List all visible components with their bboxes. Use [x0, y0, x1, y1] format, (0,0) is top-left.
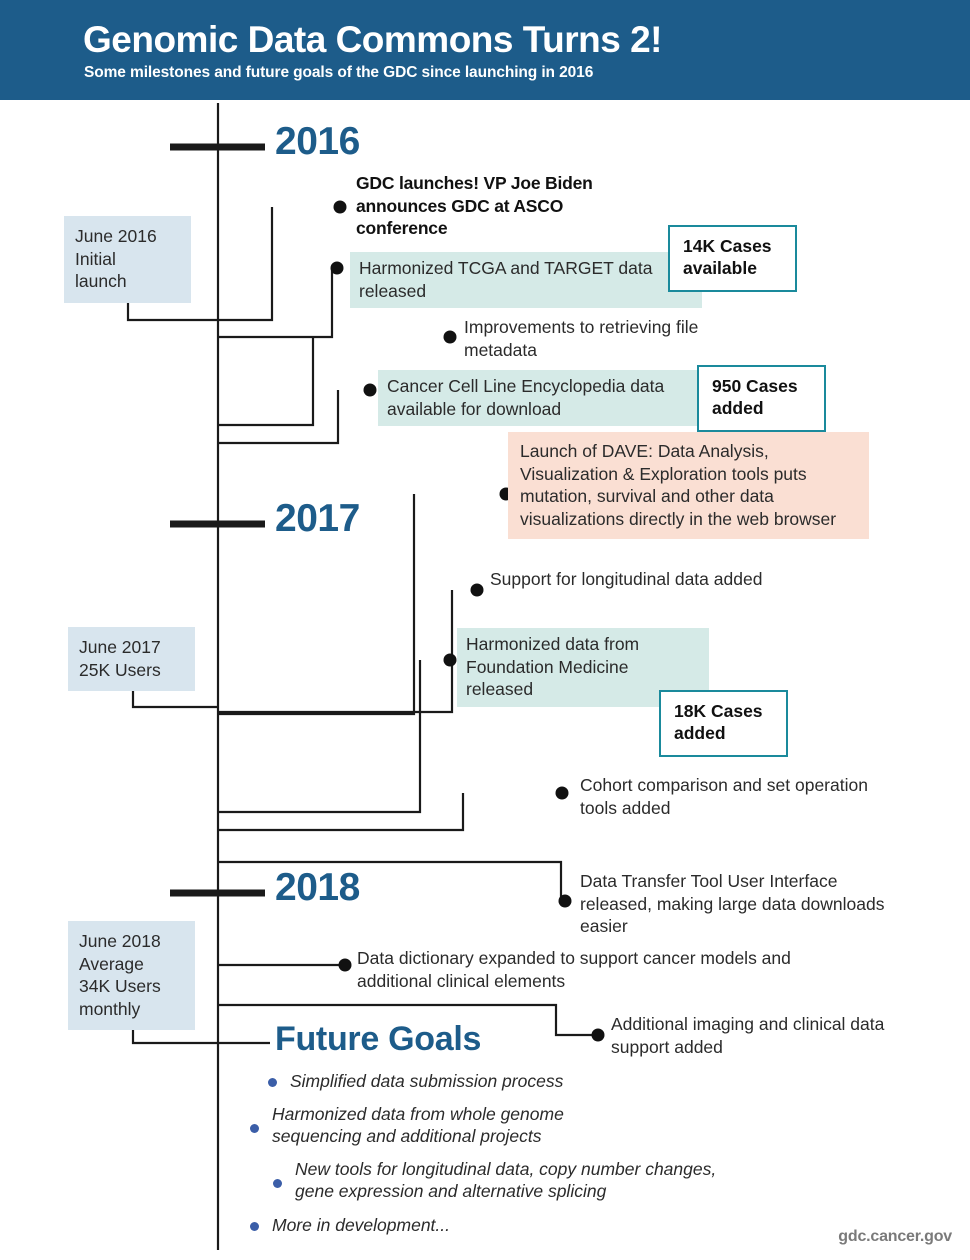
footer-url[interactable]: gdc.cancer.gov	[838, 1228, 952, 1245]
future-goal-4: More in development...	[250, 1215, 650, 1237]
dot-foundation-medicine	[443, 653, 457, 667]
future-goal-3: New tools for longitudinal data, copy nu…	[273, 1159, 843, 1203]
future-goal-1: Simplified data submission process	[268, 1071, 708, 1093]
page-subtitle: Some milestones and future goals of the …	[84, 64, 594, 81]
page-title: Genomic Data Commons Turns 2!	[83, 19, 662, 60]
year-label-2016: 2016	[275, 120, 360, 163]
wire-cohort-comparison	[218, 793, 465, 832]
event-improvements-metadata: Improvements to retrieving file metadata	[464, 317, 699, 360]
dot-gdc-launch	[333, 200, 347, 214]
event-cohort-comparison: Cohort comparison and set operation tool…	[580, 775, 868, 818]
wire-ccle	[218, 390, 340, 445]
year-label-2018: 2018	[275, 866, 360, 909]
bullet-icon	[273, 1179, 282, 1188]
event-longitudinal-support: Support for longitudinal data added	[490, 569, 763, 589]
wire-dave	[218, 494, 416, 716]
wire-harmonized-tcga	[218, 268, 334, 339]
event-dave-launch: Launch of DAVE: Data Analysis, Visualiza…	[508, 432, 869, 540]
wire-improvements-metadata	[218, 337, 315, 427]
wire-gdc-launch	[218, 207, 274, 322]
wire-imaging-clinical	[218, 1003, 598, 1037]
wire-longitudinal	[218, 590, 454, 714]
dot-longitudinal	[470, 583, 484, 597]
future-goal-label: Simplified data submission process	[290, 1071, 564, 1091]
bullet-icon	[250, 1222, 259, 1231]
dot-cohort-comparison	[555, 786, 569, 800]
dot-harmonized-tcga	[330, 261, 344, 275]
event-imaging-clinical: Additional imaging and clinical data sup…	[611, 1014, 885, 1057]
bullet-icon	[268, 1078, 277, 1087]
dot-imaging-clinical	[591, 1028, 605, 1042]
dot-data-dictionary	[338, 958, 352, 972]
bullet-icon	[250, 1124, 259, 1133]
year-label-2017: 2017	[275, 497, 360, 540]
header-banner: Genomic Data Commons Turns 2! Some miles…	[0, 0, 970, 100]
event-harmonized-tcga-target: Harmonized TCGA and TARGET data released	[350, 252, 702, 309]
dot-ccle	[363, 383, 377, 397]
event-ccle-download: Cancer Cell Line Encyclopedia data avail…	[378, 370, 698, 427]
event-gdc-launch: GDC launches! VP Joe Biden announces GDC…	[356, 173, 593, 239]
wire-foundation-medicine	[218, 660, 422, 814]
dot-improvements-metadata	[443, 330, 457, 344]
wire-data-transfer	[218, 860, 563, 901]
event-data-dictionary: Data dictionary expanded to support canc…	[357, 948, 791, 991]
future-goal-label: New tools for longitudinal data, copy nu…	[295, 1159, 717, 1201]
future-goal-label: More in development...	[272, 1215, 451, 1235]
dot-data-transfer	[558, 894, 572, 908]
event-data-transfer-tool: Data Transfer Tool User Interface releas…	[580, 871, 885, 937]
future-goals-heading: Future Goals	[275, 1020, 482, 1058]
